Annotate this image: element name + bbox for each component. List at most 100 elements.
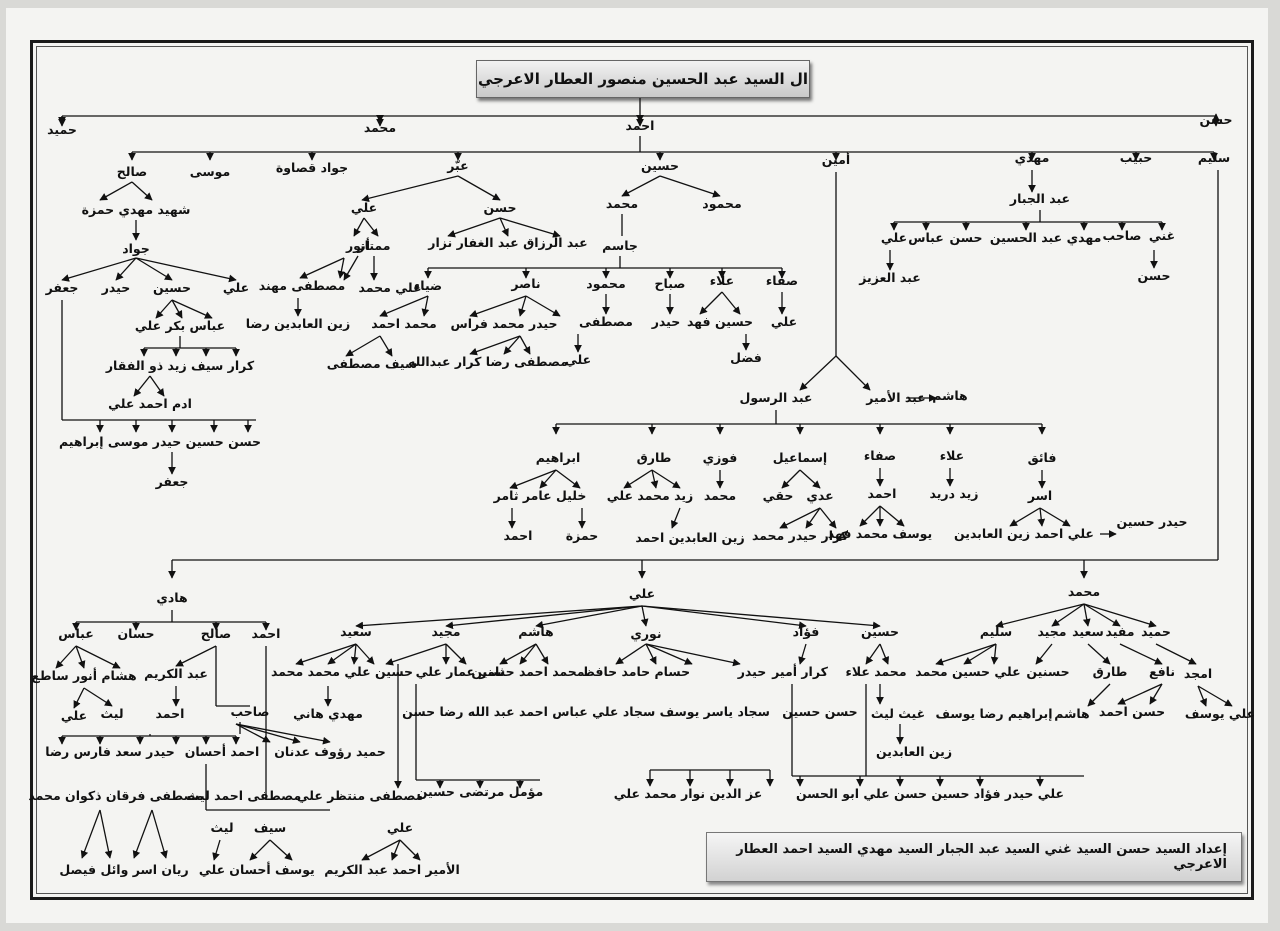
person-name: علي bbox=[223, 280, 249, 295]
credit-box: إعداد السيد حسن السيد غني السيد عبد الجب… bbox=[706, 832, 1242, 882]
connector-line bbox=[519, 335, 531, 355]
connector-line bbox=[133, 375, 151, 397]
person-name: هاشم bbox=[932, 388, 967, 403]
person-name: احمد bbox=[868, 486, 897, 501]
person-name: مؤمل مرتضى حسين bbox=[417, 784, 543, 799]
person-name: سجاد ياسر يوسف سجاد علي عباس احمد عبد ال… bbox=[402, 704, 770, 719]
connector-line bbox=[379, 295, 429, 317]
person-name: حيدر bbox=[101, 280, 131, 295]
person-name: ثامر عمار علي bbox=[416, 664, 505, 679]
person-name: حسن حسين bbox=[782, 704, 857, 719]
connector-line bbox=[641, 605, 881, 630]
page-title: ال السيد عبد الحسين منصور العطار الاعرجي bbox=[476, 60, 810, 98]
connector-line bbox=[421, 295, 430, 317]
person-name: احمد bbox=[156, 706, 185, 721]
person-name: ممتاز bbox=[356, 238, 390, 253]
connector-line bbox=[171, 299, 183, 319]
person-name: ليث bbox=[100, 706, 123, 721]
person-name: حميد bbox=[47, 122, 77, 137]
person-name: مجيد bbox=[1037, 624, 1066, 639]
person-name: سليم bbox=[1198, 150, 1230, 165]
person-name: حسن حسين حيدر موسى إبراهيم bbox=[59, 434, 261, 449]
person-name: حسين علي محمد محمد bbox=[271, 664, 413, 679]
person-name: إسماعيل bbox=[773, 450, 827, 465]
connector-line bbox=[235, 723, 331, 745]
person-name: علاء bbox=[940, 448, 964, 463]
connector-line bbox=[859, 505, 881, 527]
person-name: مصطفى bbox=[579, 314, 633, 329]
connector-line bbox=[75, 645, 86, 669]
connector-line bbox=[99, 809, 113, 859]
connector-line bbox=[670, 507, 681, 529]
person-name: صالح bbox=[117, 164, 147, 179]
connector-line bbox=[615, 643, 647, 665]
connector-line bbox=[83, 687, 113, 707]
connector-line bbox=[805, 507, 821, 529]
person-name: علي حسين محمد bbox=[915, 664, 1020, 679]
connector-line bbox=[879, 505, 905, 527]
person-name: سعيد bbox=[340, 624, 372, 639]
person-name: عبد الجبار bbox=[1009, 191, 1070, 206]
person-name: علي bbox=[199, 862, 225, 877]
person-name: غني bbox=[1149, 228, 1175, 243]
connector-line bbox=[1009, 507, 1041, 527]
person-name: حسين bbox=[861, 624, 899, 639]
connector-line bbox=[345, 335, 381, 357]
connector-lines bbox=[55, 98, 1233, 861]
connector-line bbox=[175, 645, 217, 667]
connector-line bbox=[503, 335, 521, 355]
person-name: عباس bbox=[908, 230, 944, 245]
person-name: فائق bbox=[1028, 450, 1057, 465]
person-name: جعفر bbox=[155, 474, 189, 489]
person-name: احمد أحسان bbox=[185, 743, 260, 759]
person-name: هاشم bbox=[1054, 706, 1089, 721]
connector-line bbox=[499, 217, 561, 238]
connector-line bbox=[1083, 603, 1157, 628]
person-name: مصطفى فرقان ذكوان محمد bbox=[28, 788, 203, 803]
connector-line bbox=[457, 175, 501, 201]
person-name: محمد bbox=[364, 120, 396, 135]
person-name: حمزة bbox=[566, 528, 599, 543]
person-name: عباس bbox=[58, 626, 94, 641]
person-name: زيد دريد bbox=[930, 486, 979, 501]
person-name: زين العابدين bbox=[876, 744, 952, 759]
person-name: زين العابدين رضا bbox=[246, 316, 350, 331]
connector-line bbox=[61, 257, 137, 282]
connector-line bbox=[651, 469, 681, 489]
person-name: حسين bbox=[641, 158, 679, 173]
connector-line bbox=[269, 839, 293, 861]
person-name: اسر bbox=[1027, 488, 1052, 503]
person-name: مهدي هاني bbox=[293, 706, 363, 721]
connector-line bbox=[1039, 507, 1071, 527]
person-name: محمد علاء bbox=[845, 664, 906, 679]
person-name: مجيد bbox=[431, 624, 460, 639]
connector-line bbox=[798, 643, 807, 665]
person-name: مفيد bbox=[1105, 624, 1134, 639]
connector-line bbox=[361, 175, 459, 203]
person-name: صاحب bbox=[230, 704, 269, 719]
person-name: جعفر bbox=[45, 280, 79, 295]
person-name: هاشم bbox=[518, 624, 553, 639]
person-name: علي bbox=[565, 352, 591, 367]
connector-line bbox=[469, 295, 527, 318]
person-name: حسن احمد bbox=[1099, 704, 1165, 719]
person-name: علي bbox=[61, 708, 87, 723]
connector-line bbox=[135, 257, 173, 281]
person-name: طارق bbox=[1093, 664, 1128, 679]
connector-line bbox=[1087, 643, 1111, 665]
connector-line bbox=[379, 335, 393, 357]
person-name: عدي bbox=[806, 488, 833, 503]
connector-line bbox=[55, 645, 77, 669]
connector-line bbox=[1051, 603, 1085, 627]
connector-line bbox=[343, 255, 359, 281]
person-name: حقي bbox=[763, 488, 794, 503]
connector-line bbox=[499, 217, 509, 237]
person-name: شهيد مهدي حمزة bbox=[82, 202, 191, 217]
person-name: محمد bbox=[1068, 584, 1100, 599]
person-name: زين العابدين احمد bbox=[635, 530, 744, 545]
person-name: حسن bbox=[950, 230, 983, 245]
connector-line bbox=[99, 181, 133, 201]
person-name: زيد محمد علي bbox=[607, 488, 693, 503]
person-name: حسين فهد bbox=[687, 314, 753, 329]
person-name: حسام حامد حافظ bbox=[582, 664, 690, 680]
